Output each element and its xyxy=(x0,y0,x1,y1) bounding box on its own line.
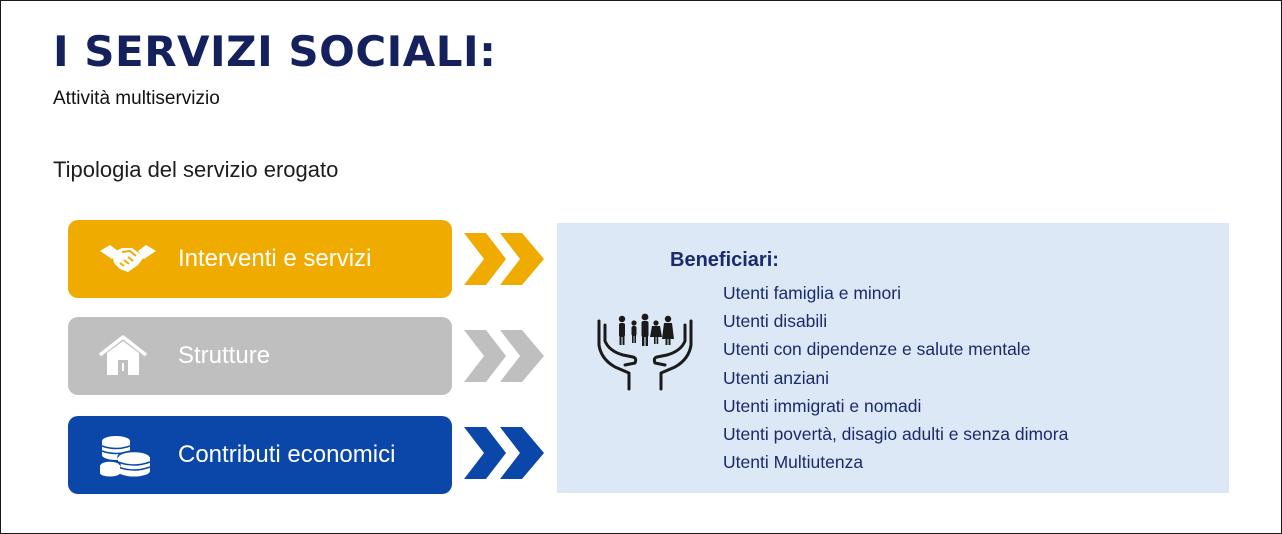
list-item: Utenti disabili xyxy=(723,311,828,332)
page-title: I SERVIZI SOCIALI: xyxy=(53,27,497,76)
section-label: Tipologia del servizio erogato xyxy=(53,157,339,182)
service-contributi-economici: Contributi economici xyxy=(68,416,452,494)
page-subtitle: Attività multiservizio xyxy=(53,88,220,109)
handshake-icon xyxy=(98,234,174,284)
service-label: Interventi e servizi xyxy=(178,245,372,272)
service-strutture: Strutture xyxy=(68,317,452,395)
list-item: Utenti immigrati e nomadi xyxy=(723,395,922,416)
hands-family-icon xyxy=(597,313,693,391)
double-chevron-right-icon xyxy=(464,233,544,285)
beneficiaries-list: Utenti famiglia e minori Utenti disabili… xyxy=(723,279,1068,476)
double-chevron-right-icon xyxy=(464,427,544,479)
double-chevron-right-icon xyxy=(464,330,544,382)
list-item: Utenti Multiutenza xyxy=(723,452,864,473)
service-label: Strutture xyxy=(178,342,271,369)
service-label: Contributi economici xyxy=(178,441,396,468)
coins-icon xyxy=(98,430,174,480)
list-item: Utenti con dipendenze e salute mentale xyxy=(723,339,1031,360)
beneficiaries-panel: Beneficiari: Utenti famiglia e minori Ut… xyxy=(557,223,1229,493)
house-icon xyxy=(98,331,174,381)
list-item: Utenti povertà, disagio adulti e senza d… xyxy=(723,424,1069,445)
beneficiaries-title: Beneficiari: xyxy=(670,249,779,271)
service-interventi-e-servizi: Interventi e servizi xyxy=(68,220,452,298)
list-item: Utenti famiglia e minori xyxy=(723,283,901,303)
list-item: Utenti anziani xyxy=(723,367,830,388)
